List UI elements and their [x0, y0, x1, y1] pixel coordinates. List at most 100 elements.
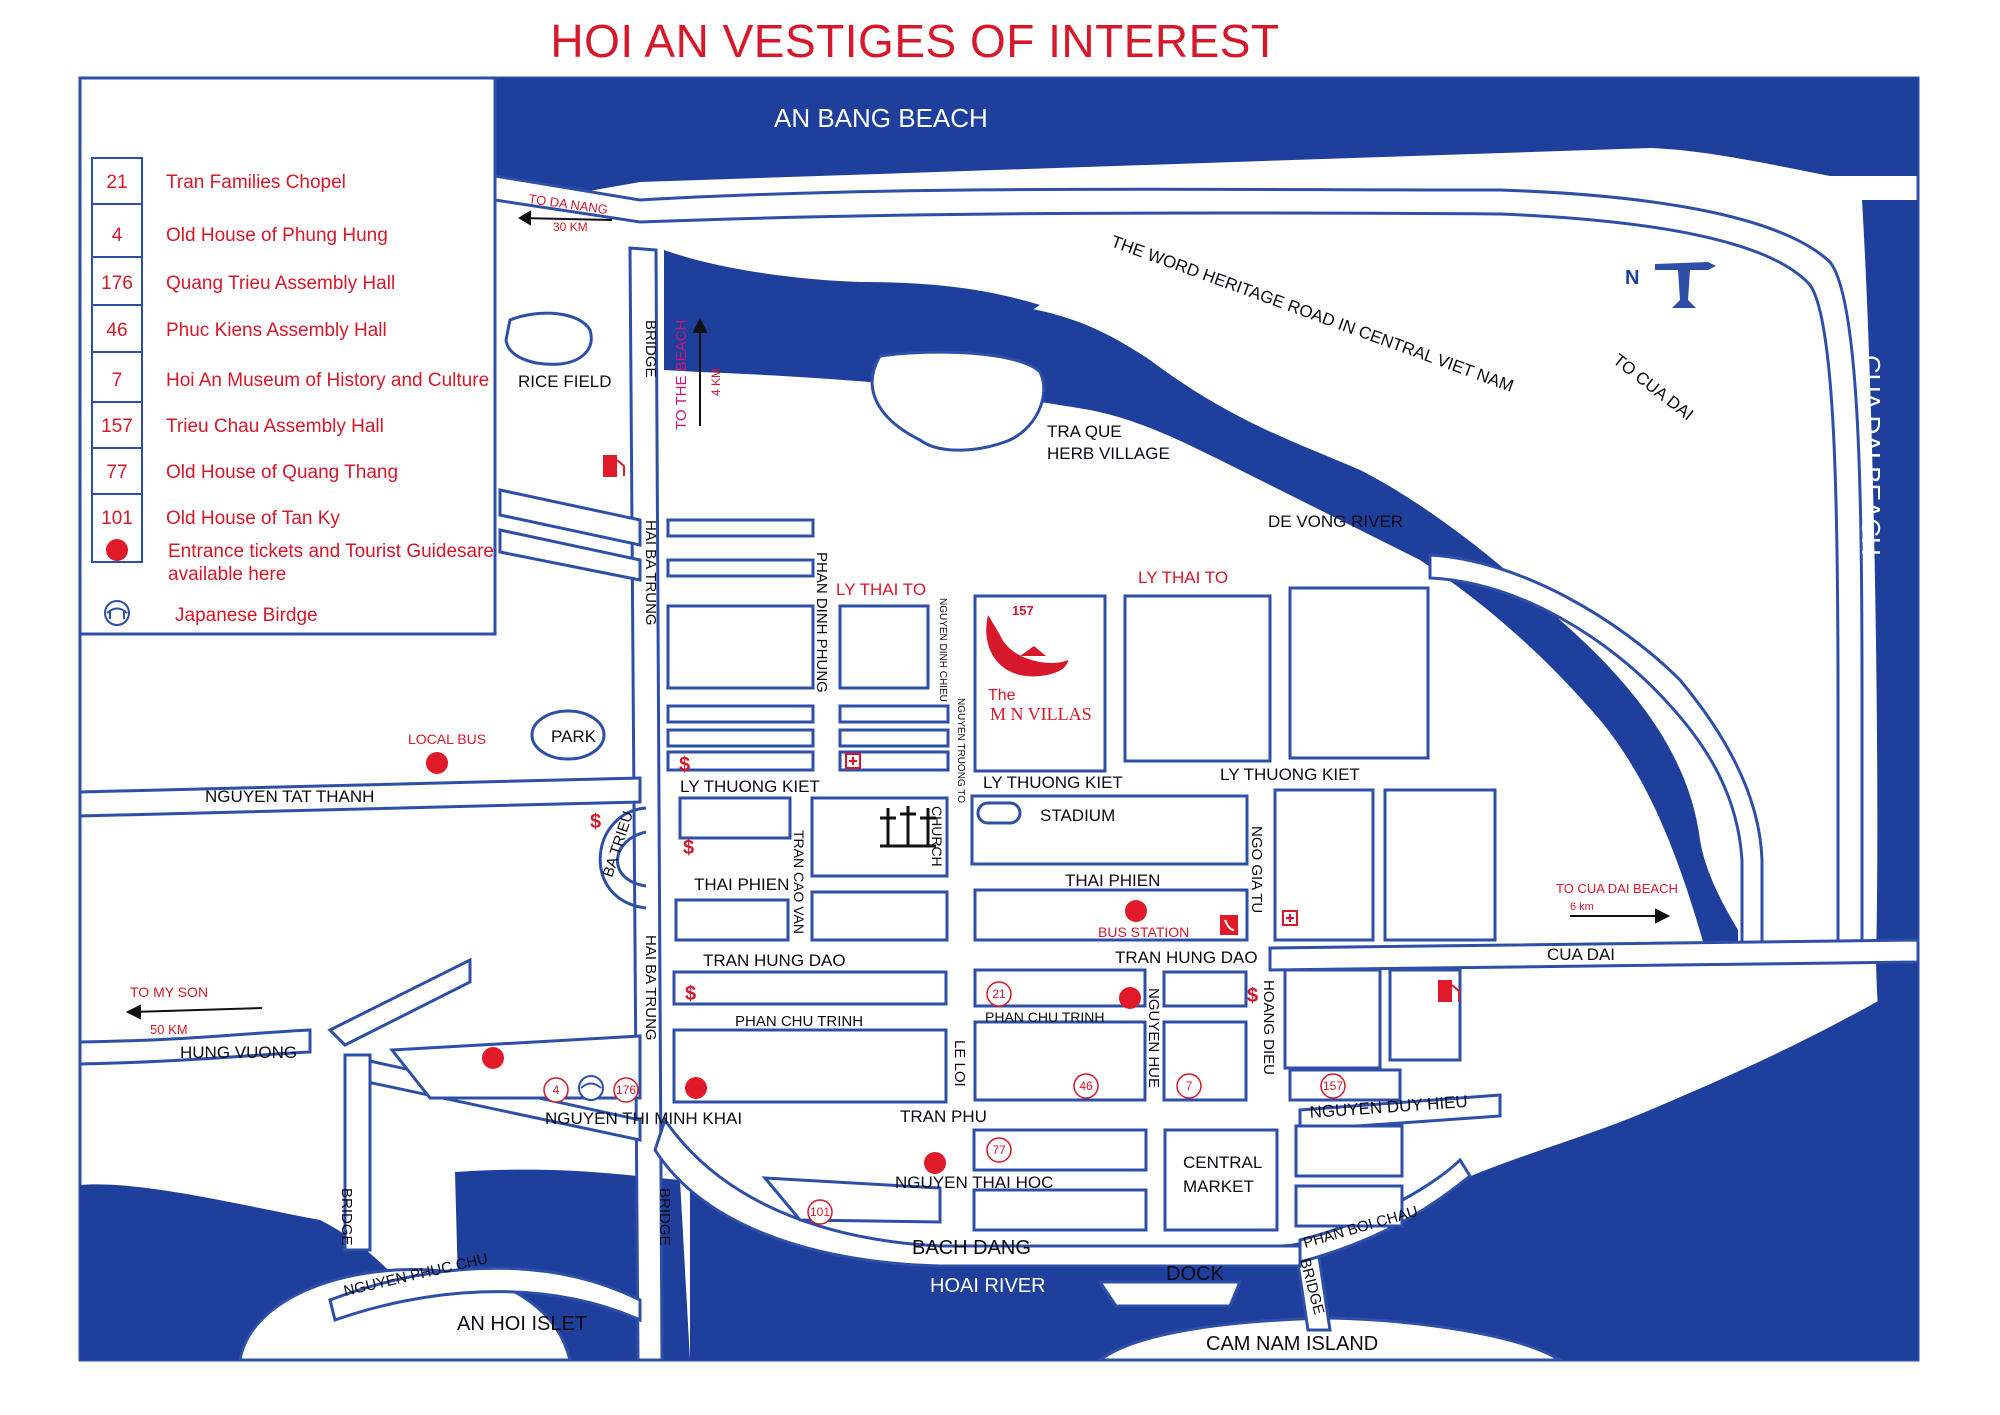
- cua-dai-label: CUA DAI: [1547, 945, 1615, 964]
- stadium-label: STADIUM: [1040, 806, 1115, 825]
- ticket-dot-icon: [106, 539, 128, 561]
- legend-number: 176: [101, 273, 133, 294]
- site-marker-labels: 4 176 21 46 7 157 77 101: [553, 987, 1344, 1219]
- block: [666, 750, 815, 772]
- dollar-icon: $: [685, 983, 696, 1005]
- nguyen-thi-minh-khai-label: NGUYEN THI MINH KHAI: [545, 1109, 742, 1128]
- nguyen-thai-hoc-label: NGUYEN THAI HOC: [895, 1173, 1053, 1192]
- gas-station-icon: [603, 455, 625, 477]
- block: [1294, 1184, 1404, 1228]
- hoang-dieu-label: HOANG DIEU: [1260, 980, 1277, 1075]
- site-46-marker: 46: [1079, 1079, 1093, 1093]
- phan-chu-trinh-label-2: PHAN CHU TRINH: [985, 1009, 1105, 1025]
- tra-que-lake: [870, 350, 1046, 452]
- an-bang-beach-sea: [495, 78, 1918, 196]
- dock-shape: [1097, 1280, 1243, 1308]
- hospital-icon: [845, 753, 861, 769]
- legend-site-name: Hoi An Museum of History and Culture: [166, 370, 489, 391]
- japanese-bridge-icon: [578, 1075, 604, 1101]
- block: [973, 1020, 1147, 1102]
- block: [678, 796, 792, 840]
- legend-site-name: Phuc Kiens Assembly Hall: [166, 320, 387, 341]
- church-icon: [880, 806, 936, 848]
- tran-hung-dao-label: TRAN HUNG DAO: [703, 951, 846, 970]
- central-market-block: [1163, 1128, 1279, 1232]
- dock-label: DOCK: [1166, 1263, 1224, 1285]
- block: [838, 604, 930, 690]
- legend-number: 157: [101, 416, 133, 437]
- to-cua-dai-beach-label: TO CUA DAI BEACH: [1556, 881, 1678, 896]
- to-my-son-km-label: 50 KM: [150, 1022, 188, 1037]
- hung-vuong-road: [78, 1028, 312, 1066]
- church-label: CHURCH: [929, 806, 945, 867]
- phan-chu-trinh-label: PHAN CHU TRINH: [735, 1013, 863, 1030]
- site-77-marker: 77: [992, 1143, 1006, 1157]
- legend-number: 77: [106, 462, 127, 483]
- cua-dai-road: [1268, 938, 1920, 972]
- nguyen-dinh-chieu-label: NGUYEN DINH CHIEU: [937, 598, 948, 702]
- legend-site-name: Tran Families Chopel: [166, 172, 346, 193]
- block: [838, 750, 950, 772]
- north-label: N: [1625, 267, 1639, 289]
- diagonal-road-1: [327, 957, 472, 1047]
- tran-cao-van-label: TRAN CAO VAN: [791, 830, 807, 934]
- block: [1162, 1020, 1248, 1102]
- bus-station-label: BUS STATION: [1098, 924, 1189, 940]
- bach-dang-road: [653, 1116, 1302, 1268]
- legend-number-column: [91, 157, 143, 563]
- ticket-dot-icon: [924, 1152, 946, 1174]
- legend-site-name: Old House of Quang Thang: [166, 462, 398, 483]
- de-vong-river: [664, 264, 1738, 952]
- nguyen-tat-thanh-road: [78, 776, 642, 818]
- block: [666, 704, 815, 724]
- block: [810, 890, 949, 942]
- ticket-dot-icon: [685, 1077, 707, 1099]
- site-176-marker: 176: [616, 1083, 636, 1097]
- block: [972, 1188, 1148, 1232]
- site-157-marker: 157: [1323, 1079, 1343, 1093]
- north-arrow-icon: [1655, 262, 1716, 308]
- phan-dinh-phung-label: PHAN DINH PHUNG: [813, 552, 830, 693]
- ticket-dot-icon: [1119, 987, 1141, 1009]
- legend-number: 21: [106, 172, 127, 193]
- ly-thai-to-label: LY THAI TO: [836, 580, 926, 599]
- block: [1383, 788, 1497, 942]
- moon-villas-logo: The M N VILLAS 157: [986, 603, 1092, 724]
- water-labels: AN BANG BEACH CUA DAI BEACH DE VONG RIVE…: [774, 103, 1886, 1297]
- dollar-icon: $: [590, 811, 601, 833]
- to-da-nang-km-label: 30 KM: [553, 220, 588, 234]
- de-vong-branch: [664, 250, 1040, 330]
- to-cua-dai-beach-km-label: 6 km: [1570, 901, 1594, 913]
- hoai-river-label: HOAI RIVER: [930, 1275, 1046, 1297]
- legend-ticket-line2: available here: [168, 564, 286, 585]
- block: [1123, 594, 1272, 763]
- moon-villas-text-1: The: [988, 687, 1016, 704]
- block: [1294, 1124, 1404, 1178]
- place-labels: RICE FIELD TRA QUE HERB VILLAGE PARK STA…: [408, 372, 1378, 1355]
- block: [666, 604, 815, 690]
- park-shape: [530, 709, 606, 761]
- dollar-icon: $: [679, 754, 690, 776]
- moon-villas-number: 157: [1012, 603, 1034, 618]
- block: [672, 1028, 948, 1104]
- to-the-beach-km-label: 4 KM: [709, 368, 723, 396]
- park-label: PARK: [551, 727, 597, 746]
- cam-nam-island: [1095, 1316, 1566, 1362]
- bridge-west-label: BRIDGE: [338, 1188, 355, 1246]
- rice-field-label: RICE FIELD: [518, 372, 612, 391]
- moon-villas-text-2: M N VILLAS: [990, 704, 1092, 724]
- tran-phu-label: TRAN PHU: [900, 1107, 987, 1126]
- legend-box: [78, 76, 497, 636]
- rice-field-lake: [504, 311, 593, 366]
- ly-thuong-kiet-label-3: LY THUONG KIET: [1220, 765, 1360, 784]
- dollar-icon: $: [1247, 985, 1258, 1007]
- legend-site-name: Old House of Phung Hung: [166, 225, 388, 246]
- block: [1162, 970, 1248, 1008]
- site-7-marker: 7: [1186, 1079, 1193, 1093]
- hoai-river: [690, 1000, 1918, 1360]
- local-bus-label: LOCAL BUS: [408, 731, 486, 747]
- diagonal-road-nw2: [498, 528, 642, 582]
- hung-vuong-label: HUNG VUONG: [180, 1043, 297, 1062]
- money-exchange-symbols: $ $ $ $ $: [590, 754, 1258, 1007]
